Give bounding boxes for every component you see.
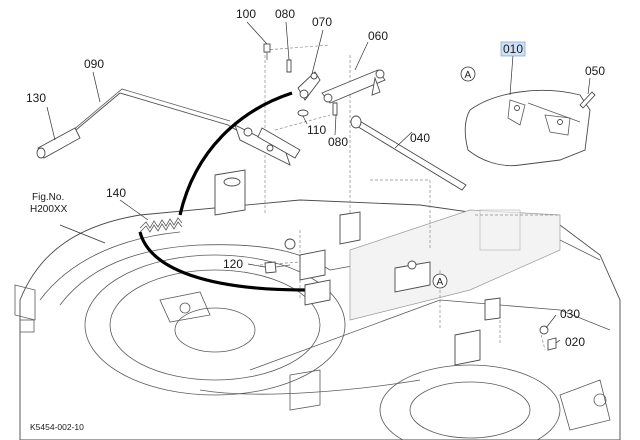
leader-lines [46,21,591,344]
fig-ref-label: Fig.No. [32,192,64,203]
svg-text:A: A [437,277,444,288]
callout-100: 100 [236,7,256,21]
callout-080-lower: 080 [328,135,348,149]
arm-070 [297,71,321,101]
pin-080-upper [286,59,292,73]
pin-080-lower [332,102,338,116]
cover-plate-010 [464,90,591,167]
callout-120: 120 [223,257,243,271]
link-plate-060 [321,69,386,104]
callout-010[interactable]: 010 [503,42,523,56]
deck-linkage-panel [349,209,561,321]
callout-090: 090 [84,57,104,71]
callout-020: 020 [565,335,585,349]
callout-060: 060 [368,29,388,43]
mount-brackets [214,169,501,366]
callout-080-upper: 080 [275,7,295,21]
pin-050 [579,91,596,109]
ref-mark-a-upper: A [460,66,476,82]
callout-070: 070 [312,15,332,29]
callout-030: 030 [560,307,580,321]
spring-140 [139,217,183,233]
rod-040 [350,115,467,191]
callout-130: 130 [26,91,46,105]
bolt-120 [264,261,291,274]
svg-text:A: A [465,70,472,81]
ref-mark-a-lower: A [432,273,448,289]
bolt-020 [547,337,557,351]
callout-140: 140 [106,186,126,200]
callout-010-highlight [500,41,526,57]
drawing-code: K5454-002-10 [30,422,84,432]
lever-bracket [234,124,301,166]
callout-050: 050 [585,64,605,78]
washer-110 [297,109,309,117]
lift-lever-090 [36,88,271,159]
callout-040: 040 [410,131,430,145]
callout-110: 110 [307,123,326,137]
fig-ref-number: H200XX [30,204,68,215]
